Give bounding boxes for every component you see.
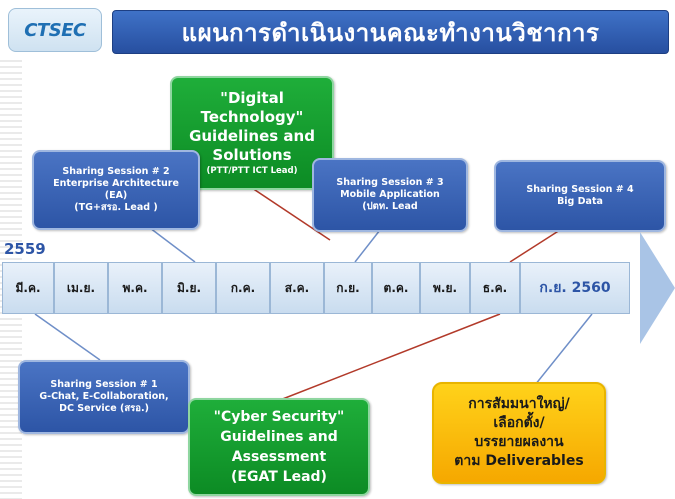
seminar-line-2: เลือกตั้ง/ [493, 415, 545, 431]
month-cell: พ.ค. [108, 262, 162, 314]
cyber-line-3: Assessment [231, 449, 327, 465]
month-cell: ก.ย. [324, 262, 372, 314]
logo-text: CTSEC [24, 19, 86, 41]
session4-line-1: Sharing Session # 4 [526, 184, 634, 195]
ctsec-logo: CTSEC [8, 8, 102, 52]
seminar-line-3: บรรยายผลงาน [474, 434, 564, 450]
month-cell: ส.ค. [270, 262, 324, 314]
session3-line-1: Sharing Session # 3 [336, 177, 444, 188]
cyber-line-2: Guidelines and [220, 429, 338, 445]
title-bar: แผนการดำเนินงานคณะทำงานวิชาการ [112, 10, 669, 54]
session2-line-4: (TG+สรอ. Lead ) [74, 202, 158, 213]
sharing-session-4-box: Sharing Session # 4 Big Data [494, 160, 666, 232]
connector-cyber [279, 313, 501, 401]
digital-line-3: Guidelines and [189, 127, 315, 145]
start-year: 2559 [4, 240, 46, 258]
seminar-line-1: การสัมมนาใหญ่/ [468, 396, 570, 412]
session2-line-1: Sharing Session # 2 [62, 166, 170, 177]
cyber-line-1: "Cyber Security" [213, 409, 345, 425]
cyber-security-box: "Cyber Security" Guidelines and Assessme… [188, 398, 370, 496]
digital-line-1: "Digital [220, 89, 284, 107]
digital-line-4: Solutions [212, 146, 292, 164]
month-cell: ก.ค. [216, 262, 270, 314]
sharing-session-1-box: Sharing Session # 1 G-Chat, E-Collaborat… [18, 360, 190, 434]
session2-line-2: Enterprise Architecture [53, 178, 179, 189]
digital-technology-box: "Digital Technology" Guidelines and Solu… [170, 76, 334, 190]
month-cell: มี.ค. [2, 262, 54, 314]
seminar-box: การสัมมนาใหญ่/ เลือกตั้ง/ บรรยายผลงาน ตา… [432, 382, 606, 484]
month-cell: พ.ย. [420, 262, 470, 314]
seminar-line-4: ตาม Deliverables [454, 453, 584, 469]
digital-sub: (PTT/PTT ICT Lead) [206, 166, 298, 176]
header: CTSEC แผนการดำเนินงานคณะทำงานวิชาการ [0, 0, 675, 60]
connector-seminar [534, 313, 593, 386]
timeline-bar: มี.ค. เม.ย. พ.ค. มิ.ย. ก.ค. ส.ค. ก.ย. ต.… [2, 262, 642, 314]
cyber-line-4: (EGAT Lead) [231, 469, 327, 485]
digital-line-2: Technology" [200, 108, 304, 126]
page-title: แผนการดำเนินงานคณะทำงานวิชาการ [181, 18, 600, 47]
month-cell: เม.ย. [54, 262, 108, 314]
connector-session3 [354, 229, 381, 263]
session3-line-2: Mobile Application [340, 189, 440, 200]
session3-line-3: (ปตท. Lead [362, 201, 418, 212]
month-cell: ธ.ค. [470, 262, 520, 314]
connector-session2 [149, 227, 196, 263]
sharing-session-2-box: Sharing Session # 2 Enterprise Architect… [32, 150, 200, 230]
timeline-arrow-head [640, 232, 675, 344]
connector-session4 [509, 229, 561, 263]
month-cell: มิ.ย. [162, 262, 216, 314]
connector-session1 [34, 313, 101, 361]
session1-line-1: Sharing Session # 1 [50, 379, 158, 390]
month-cell-last: ก.ย. 2560 [520, 262, 630, 314]
month-cell: ต.ค. [372, 262, 420, 314]
session4-line-2: Big Data [557, 196, 603, 207]
session2-line-3: (EA) [104, 190, 128, 201]
sharing-session-3-box: Sharing Session # 3 Mobile Application (… [312, 158, 468, 232]
session1-line-2: G-Chat, E-Collaboration, [39, 391, 169, 402]
session1-line-3: DC Service (สรอ.) [59, 403, 149, 414]
